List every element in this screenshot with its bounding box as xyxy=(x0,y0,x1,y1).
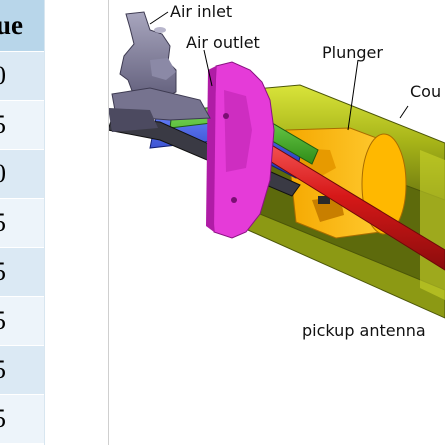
table-row: 0 xyxy=(0,52,45,101)
label-coupling: Cou xyxy=(410,82,442,101)
column-divider xyxy=(108,0,109,445)
table-row: 5 xyxy=(0,346,45,395)
air-outlet-flange xyxy=(206,61,275,239)
table-header-value: ue xyxy=(0,0,45,52)
table-row: 5 xyxy=(0,297,45,346)
table-row: 5 xyxy=(0,101,45,150)
leader-lines xyxy=(149,11,409,131)
table-row: 5 xyxy=(0,248,45,297)
label-plunger: Plunger xyxy=(322,43,383,62)
label-air-inlet: Air inlet xyxy=(170,2,233,21)
table-row: 5 xyxy=(0,395,45,444)
table-edge xyxy=(44,0,45,445)
label-air-outlet: Air outlet xyxy=(186,33,260,52)
label-pickup-antenna: pickup antenna xyxy=(302,321,426,340)
cavity-cutaway-figure xyxy=(109,11,445,319)
table-row: 0 xyxy=(0,150,45,199)
value-table-fragment: ue 0 5 0 5 5 5 5 5 xyxy=(0,0,45,445)
air-inlet-fitting xyxy=(109,11,211,132)
table-row: 5 xyxy=(0,199,45,248)
